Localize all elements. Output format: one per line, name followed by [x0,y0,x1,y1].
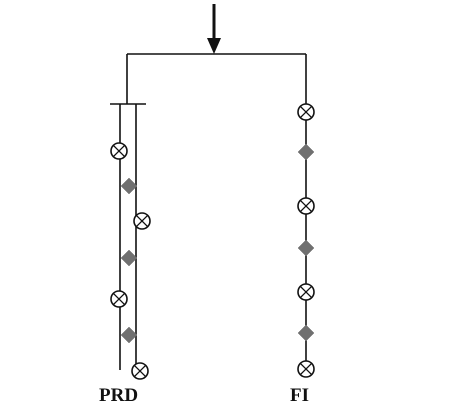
diamond-icon [120,249,138,267]
right-branch-components [297,103,315,378]
lamp-icon [297,283,315,301]
lamp-icon [297,360,315,378]
lamp-icon [131,362,149,380]
lamp-icon [297,103,315,121]
diamond-icon [297,143,315,161]
lamp-icon [133,212,151,230]
left-branch-components [110,142,151,380]
diamond-icon [120,326,138,344]
label-left-branch: PRD [99,385,139,406]
lamp-icon [297,197,315,215]
label-right-branch: FI [290,385,309,406]
diamond-icon [297,239,315,257]
lamp-icon [110,290,128,308]
diamond-icon [297,324,315,342]
lamp-icon [110,142,128,160]
down-arrow-icon [207,4,221,54]
diamond-icon [120,177,138,195]
